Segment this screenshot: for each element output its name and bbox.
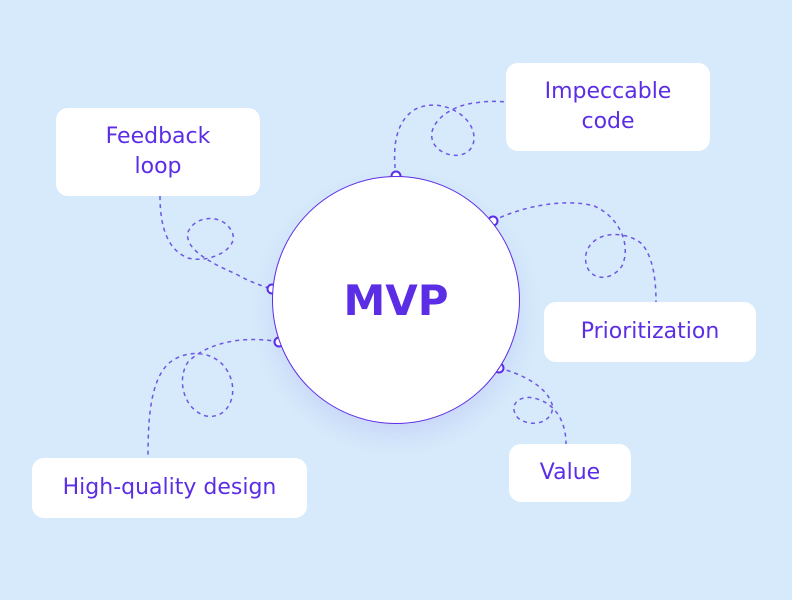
mvp-label: MVP: [343, 275, 449, 325]
mvp-center-circle: MVP: [272, 176, 520, 424]
prioritization-connector: [492, 202, 657, 303]
prioritization-label: Prioritization: [580, 319, 720, 344]
high-quality-design-connector: [147, 338, 280, 459]
impeccable-code-connector: [393, 100, 507, 177]
impeccable-code-box: Impeccable code: [506, 63, 710, 151]
feedback-loop-connector: [159, 195, 273, 290]
impeccable-code-label: Impeccable code: [544, 79, 672, 134]
prioritization-box: Prioritization: [544, 302, 756, 362]
feedback-loop-label: Feedback loop: [105, 124, 211, 179]
high-quality-design-box: High-quality design: [32, 458, 307, 518]
high-quality-design-label: High-quality design: [62, 475, 277, 500]
value-connector: [498, 367, 567, 445]
feedback-loop-box: Feedback loop: [56, 108, 260, 196]
value-box: Value: [509, 444, 631, 502]
value-label: Value: [539, 460, 601, 485]
